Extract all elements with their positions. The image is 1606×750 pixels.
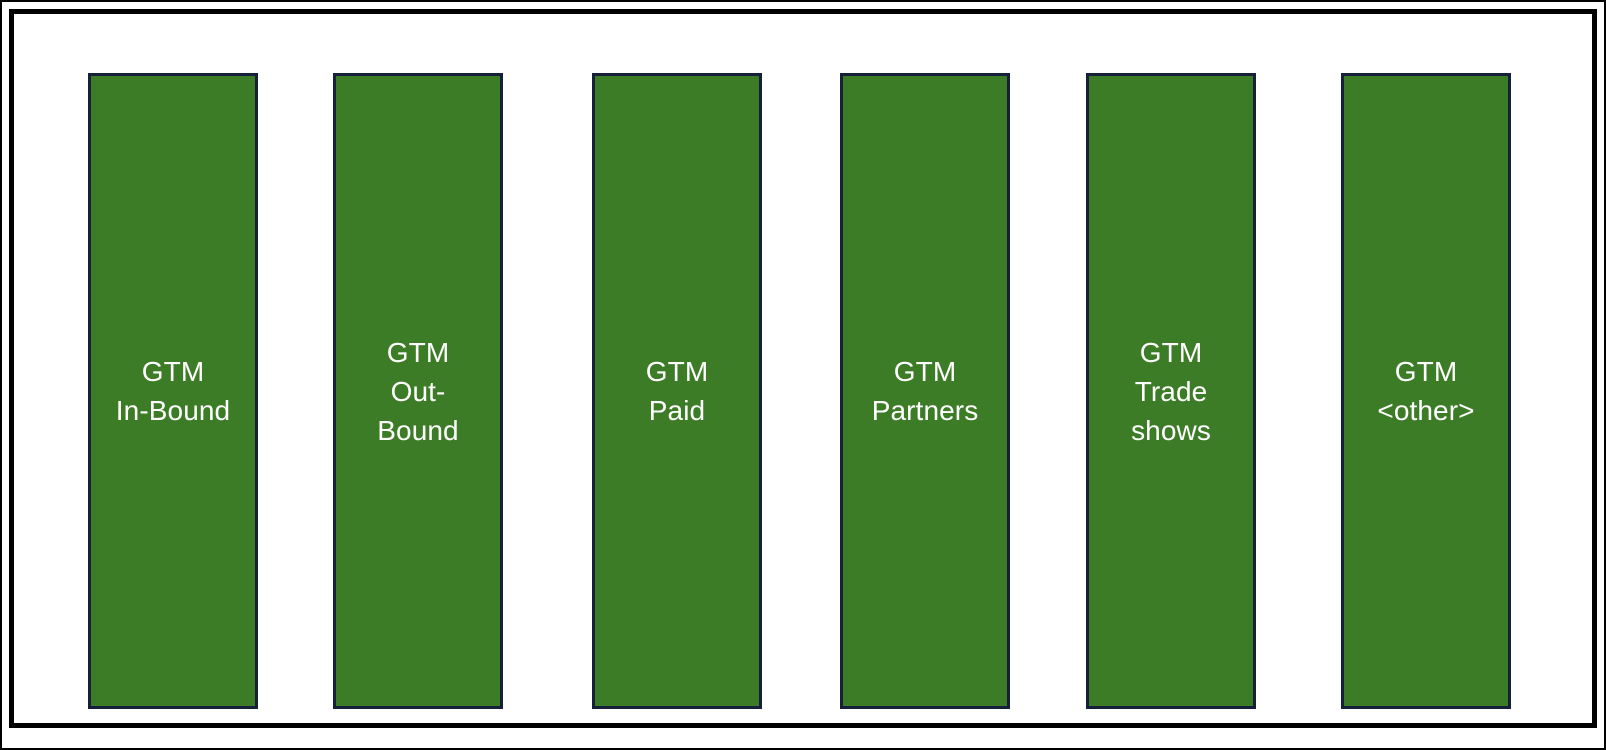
gtm-box-row: GTM In-Bound GTM Out- Bound GTM Paid GTM… [14,14,1592,723]
gtm-box-label: GTM Trade shows [1131,336,1211,446]
gtm-box-label: GTM Paid [645,356,709,426]
gtm-box-partners[interactable]: GTM Partners [840,73,1010,709]
gtm-box-label: GTM <other> [1377,356,1475,426]
gtm-box-out-bound[interactable]: GTM Out- Bound [333,73,503,709]
gtm-box-label: GTM Partners [871,356,979,426]
gtm-box-paid[interactable]: GTM Paid [592,73,762,709]
diagram-inner-frame: GTM In-Bound GTM Out- Bound GTM Paid GTM… [9,9,1597,728]
gtm-box-label: GTM In-Bound [115,356,231,426]
gtm-box-other[interactable]: GTM <other> [1341,73,1511,709]
gtm-box-trade-shows[interactable]: GTM Trade shows [1086,73,1256,709]
gtm-box-label: GTM Out- Bound [377,336,459,446]
gtm-box-in-bound[interactable]: GTM In-Bound [88,73,258,709]
